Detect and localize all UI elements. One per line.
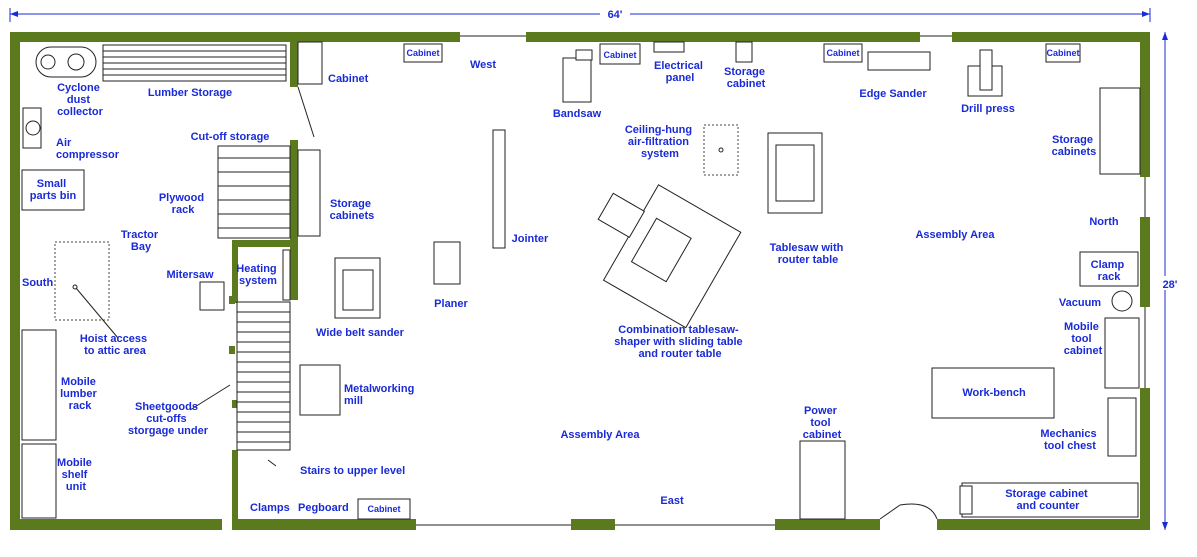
height-label: 28' — [1163, 279, 1178, 291]
label-mobile-lumber: Mobile lumber rack — [60, 376, 100, 412]
label-power-tool: Power tool cabinet — [803, 405, 842, 441]
label-heating: Heating system — [236, 263, 279, 287]
label-metalworking: Metalworking mill — [344, 383, 417, 407]
labels: Cyclone dust collector Lumber Storage Ai… — [22, 48, 1128, 514]
label-cabinet-top-4: Cabinet — [1046, 48, 1079, 58]
label-electrical: Electrical panel — [654, 60, 706, 84]
label-north: North — [1089, 216, 1119, 228]
label-edge-sander: Edge Sander — [859, 88, 927, 100]
label-drill-press: Drill press — [961, 103, 1015, 115]
width-label: 64' — [608, 9, 623, 21]
label-cabinet-top-3: Cabinet — [826, 48, 859, 58]
label-clamps: Clamps — [250, 502, 290, 514]
label-small-parts: Small parts bin — [30, 178, 77, 202]
label-hoist: Hoist access to attic area — [80, 333, 150, 357]
label-east: East — [660, 495, 684, 507]
label-cyclone: Cyclone dust collector — [57, 82, 104, 118]
label-cabinet-west-wall: Cabinet — [328, 73, 369, 85]
equipment — [21, 41, 1141, 520]
label-mobile-tool: Mobile tool cabinet — [1064, 321, 1103, 357]
label-clamp-rack: Clamp rack — [1091, 259, 1128, 283]
label-assembly-1: Assembly Area — [915, 229, 995, 241]
label-cabinet-bottom: Cabinet — [367, 504, 400, 514]
label-storage-cabinet-top: Storage cabinet — [724, 66, 768, 90]
walls — [10, 32, 1150, 530]
height-dimension: 28' — [1156, 32, 1186, 530]
width-dimension: 64' — [9, 7, 1151, 22]
label-cutoff-storage: Cut-off storage — [191, 131, 270, 143]
label-bandsaw: Bandsaw — [553, 108, 602, 120]
label-planer: Planer — [434, 298, 468, 310]
label-plywood-rack: Plywood rack — [159, 192, 207, 216]
label-assembly-2: Assembly Area — [560, 429, 640, 441]
label-jointer: Jointer — [512, 233, 549, 245]
label-lumber-storage: Lumber Storage — [148, 87, 232, 99]
label-cabinet-top-2: Cabinet — [603, 50, 636, 60]
label-west: West — [470, 59, 496, 71]
label-ceiling-filter: Ceiling-hung air-filtration system — [625, 124, 695, 160]
label-mobile-shelf: Mobile shelf unit — [57, 457, 95, 493]
label-stairs: Stairs to upper level — [300, 465, 405, 477]
label-south: South — [22, 277, 53, 289]
label-mitersaw: Mitersaw — [166, 269, 214, 281]
label-cabinet-top-1: Cabinet — [406, 48, 439, 58]
label-tablesaw-router: Tablesaw with router table — [770, 242, 847, 266]
label-workbench: Work-bench — [962, 387, 1026, 399]
label-storage-counter: Storage cabinet and counter — [1005, 488, 1091, 512]
label-mechanics: Mechanics tool chest — [1040, 428, 1099, 452]
label-combination: Combination tablesaw- shaper with slidin… — [614, 324, 745, 360]
label-storage-cabinets-mid: Storage cabinets — [330, 198, 375, 222]
label-storage-cabinets-right: Storage cabinets — [1052, 134, 1097, 158]
label-tractor-bay: Tractor Bay — [121, 229, 161, 253]
label-wide-belt: Wide belt sander — [316, 327, 405, 339]
label-pegboard: Pegboard — [298, 502, 349, 514]
label-air-compressor: Air compressor — [56, 137, 120, 161]
label-vacuum: Vacuum — [1059, 297, 1101, 309]
label-sheetgoods: Sheetgoods cut-offs storgage under — [128, 401, 209, 437]
